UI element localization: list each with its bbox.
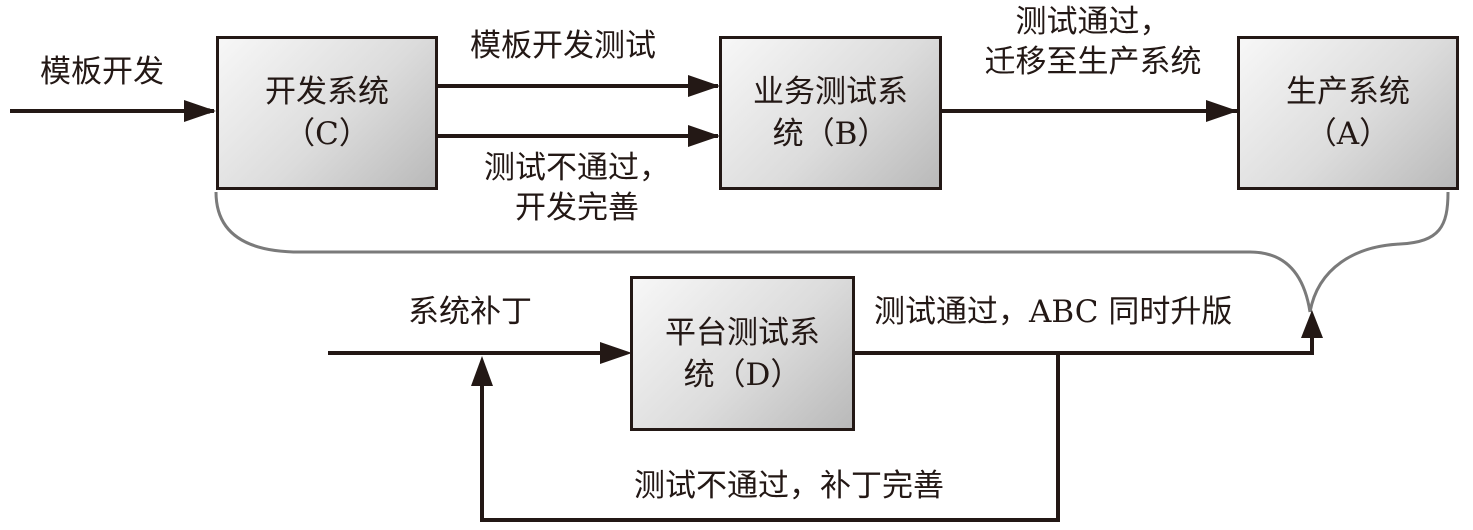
box-business-test-system: 业务测试系 统（B） bbox=[719, 36, 942, 190]
arrowhead-template-dev bbox=[184, 100, 216, 122]
box-platform-test-system-line1: 平台测试系 bbox=[665, 314, 820, 351]
box-production-system-line2: （A） bbox=[1305, 116, 1391, 152]
box-dev-system: 开发系统 （C） bbox=[216, 36, 438, 190]
arrow-plat-pass bbox=[855, 338, 1314, 355]
arrowhead-plat-pass bbox=[1301, 310, 1323, 338]
box-platform-test-system-line2: 统（D） bbox=[683, 356, 802, 393]
curve-c-to-merge bbox=[214, 191, 1312, 313]
arrowhead-test-to-prod bbox=[1206, 100, 1238, 122]
label-template-dev: 模板开发 bbox=[40, 54, 164, 90]
label-test-fail: 测试不通过， 开发完善 bbox=[462, 148, 692, 228]
arrow-plat-fail-loop bbox=[480, 353, 1060, 522]
label-test-pass-line1: 测试通过， bbox=[1015, 4, 1171, 40]
box-business-test-system-line2: 统（B） bbox=[772, 116, 889, 152]
label-test-fail-line1: 测试不通过， bbox=[484, 150, 670, 186]
label-platform-pass: 测试通过，ABC 同时升版 bbox=[874, 294, 1233, 330]
label-test-pass-line2: 迁移至生产系统 bbox=[984, 44, 1202, 80]
label-platform-fail: 测试不通过，补丁完善 bbox=[634, 468, 944, 504]
label-test-fail-line2: 开发完善 bbox=[515, 190, 639, 226]
box-dev-system-line1: 开发系统 bbox=[265, 74, 389, 110]
label-system-patch: 系统补丁 bbox=[408, 294, 532, 330]
arrowhead-plat-fail-loop bbox=[471, 356, 493, 386]
box-production-system-line1: 生产系统 bbox=[1286, 74, 1410, 110]
label-template-test: 模板开发测试 bbox=[470, 28, 656, 64]
box-dev-system-line2: （C） bbox=[284, 116, 370, 152]
box-business-test-system-line1: 业务测试系 bbox=[753, 74, 908, 110]
arrowhead-test-fail bbox=[688, 125, 720, 147]
label-test-pass: 测试通过， 迁移至生产系统 bbox=[958, 2, 1228, 82]
box-production-system: 生产系统 （A） bbox=[1237, 36, 1459, 190]
box-platform-test-system: 平台测试系 统（D） bbox=[630, 276, 855, 431]
curve-a-to-merge bbox=[1308, 191, 1450, 313]
arrowhead-system-patch bbox=[600, 342, 632, 364]
arrowhead-dev-to-test bbox=[688, 75, 720, 97]
